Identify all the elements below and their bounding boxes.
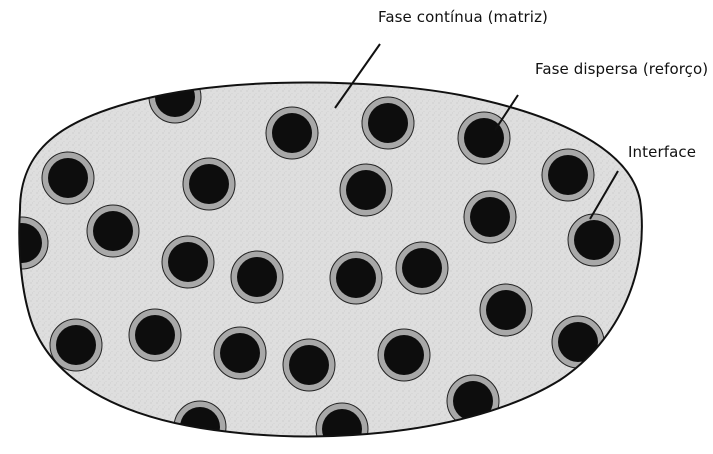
particle <box>162 236 214 288</box>
particle <box>231 251 283 303</box>
particle <box>0 217 48 269</box>
particle <box>283 339 335 391</box>
particle <box>464 191 516 243</box>
particle <box>396 242 448 294</box>
label-interface: Interface <box>628 143 696 161</box>
particle <box>447 375 499 427</box>
particle <box>330 252 382 304</box>
particle <box>362 97 414 149</box>
particle <box>42 152 94 204</box>
particle <box>214 327 266 379</box>
particle <box>87 205 139 257</box>
particle <box>480 284 532 336</box>
particle <box>542 149 594 201</box>
particle <box>316 403 368 450</box>
particle <box>266 107 318 159</box>
particle <box>552 316 604 368</box>
matrix-body <box>19 83 642 437</box>
particle <box>340 164 392 216</box>
label-dispersed-phase: Fase dispersa (reforço) <box>535 60 708 78</box>
particle <box>129 309 181 361</box>
label-continuous-phase: Fase contínua (matriz) <box>378 8 548 26</box>
particle <box>183 158 235 210</box>
particle <box>378 329 430 381</box>
particle <box>568 214 620 266</box>
